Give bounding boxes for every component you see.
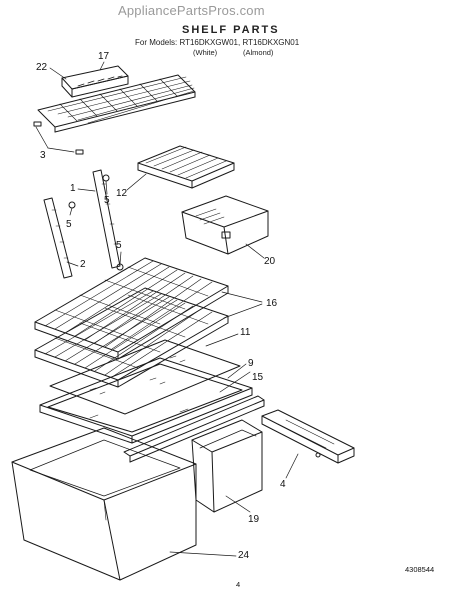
models-line: For Models: RT16DKXGW01, RT16DKXGN01 [135,38,300,47]
variant-almond: (Almond) [243,48,274,57]
glass-crisper-cover [49,339,241,415]
page-number: 4 [236,580,241,589]
callout-1: 1 [70,183,76,194]
callout-19: 19 [248,514,260,525]
callout-12: 12 [116,188,128,199]
callout-5c: 5 [116,240,122,251]
ice-tray [61,65,129,98]
callout-20: 20 [264,256,276,267]
callout-22: 22 [36,62,48,73]
screws [68,174,124,271]
callout-5b: 5 [104,195,110,206]
callout-2: 2 [80,259,86,270]
callout-4: 4 [280,479,286,490]
humidity-slide [261,409,355,464]
document-number: 4308544 [405,565,435,574]
callout-16: 16 [266,298,278,309]
support-rails [43,169,121,279]
callout-15: 15 [252,372,264,383]
crisper-frame [39,357,253,444]
top-wire-shelf [37,74,196,133]
shelf-hooks [33,121,84,155]
variant-white: (White) [193,48,218,57]
diagram-title: SHELF PARTS [182,24,280,36]
watermark: AppliancePartsPros.com [118,3,265,18]
callout-5a: 5 [66,219,72,230]
callout-9: 9 [248,358,254,369]
wire-shelf-upper [34,257,229,360]
callout-24: 24 [238,550,250,561]
crisper-drawer-left [11,427,197,581]
small-crisper-pan [181,195,269,255]
callout-3: 3 [40,150,46,161]
callout-17: 17 [98,51,110,62]
small-crisper-cover [137,145,235,189]
crisper-divider [123,395,265,463]
callout-11: 11 [240,327,251,338]
crisper-drawer-right [191,419,263,513]
